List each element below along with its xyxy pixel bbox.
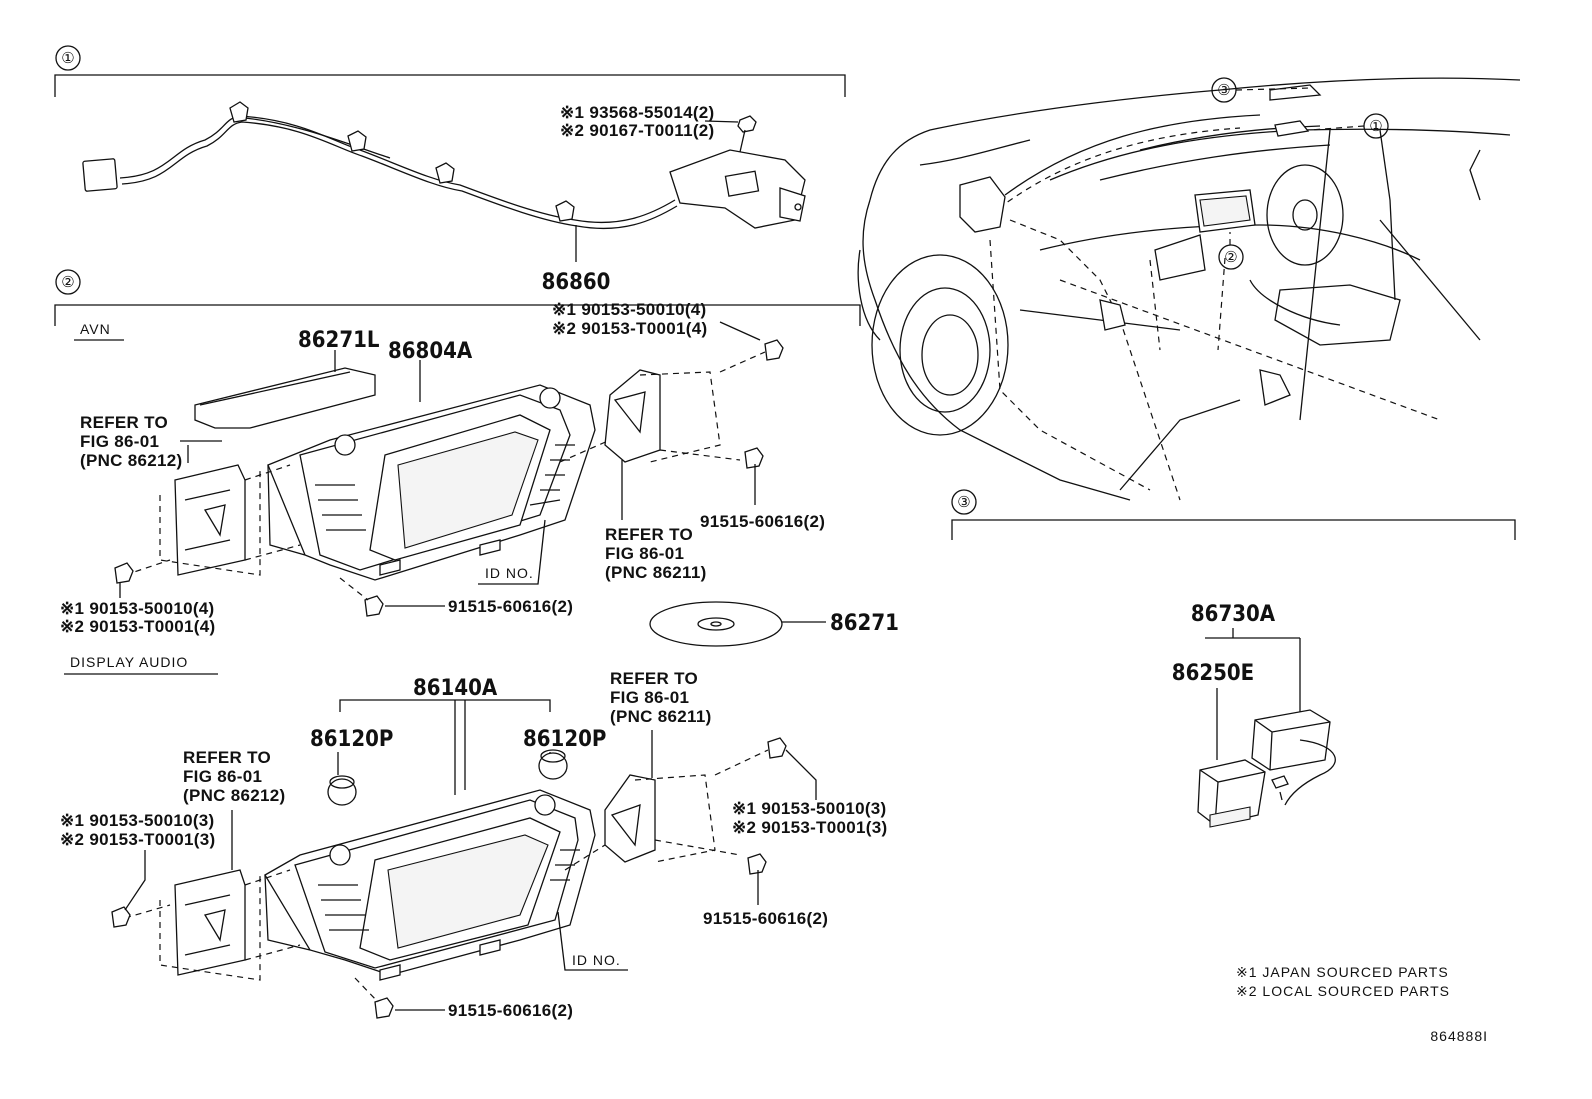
vehicle-callout-3: ③ (1217, 82, 1230, 99)
display-audio-title: DISPLAY AUDIO (70, 654, 188, 670)
avn-unit-drawing (267, 384, 596, 581)
display-audio-unit-drawing (264, 789, 596, 981)
svg-text:REFER TO: REFER TO (183, 748, 271, 767)
da-screw-right-1: ※1 90153-50010(3) (732, 799, 887, 818)
part-86860-label: 86860 (542, 270, 611, 295)
da-refer-right: REFER TO FIG 86-01 (PNC 86211) (610, 669, 712, 726)
section-1-number: ① (61, 50, 74, 67)
note-japan-sourced: ※1 JAPAN SOURCED PARTS (1236, 964, 1449, 980)
da-right-bracket (564, 730, 817, 905)
svg-text:FIG 86-01: FIG 86-01 (80, 432, 159, 451)
svg-text:(PNC 86212): (PNC 86212) (80, 451, 183, 470)
knob-86120P-left (327, 775, 357, 806)
svg-text:(PNC 86211): (PNC 86211) (605, 563, 707, 582)
wire-harness-86860 (82, 101, 806, 262)
avn-screw-bl-1: ※1 90153-50010(4) (60, 599, 215, 618)
section-2-bracket (54, 304, 861, 326)
svg-text:FIG 86-01: FIG 86-01 (605, 544, 684, 563)
part-86250E-label: 86250E (1172, 661, 1254, 686)
avn-refer-left: REFER TO FIG 86-01 (PNC 86212) (80, 413, 183, 470)
da-screw-left-2: ※2 90153-T0001(3) (60, 830, 215, 849)
da-screw-left-1: ※1 90153-50010(3) (60, 811, 215, 830)
avn-right-bracket (559, 321, 784, 520)
bolt-local-label: ※2 90167-T0011(2) (560, 121, 715, 140)
figure-id: 864888I (1430, 1028, 1488, 1044)
vehicle-callout-2: ② (1224, 249, 1237, 266)
disc-86271-drawing (649, 601, 826, 647)
section-3-number: ③ (957, 494, 970, 511)
bolt-jp-label: ※1 93568-55014(2) (560, 103, 715, 122)
vehicle-interior-view: ③ ① ② (857, 77, 1521, 501)
avn-screw-bl-2: ※2 90153-T0001(4) (60, 617, 215, 636)
avn-refer-right: REFER TO FIG 86-01 (PNC 86211) (605, 525, 707, 582)
knob-86120P-right (538, 749, 568, 780)
svg-text:(PNC 86211): (PNC 86211) (610, 707, 712, 726)
part-86271-label: 86271 (830, 611, 899, 636)
avn-bolt-right: 91515-60616(2) (700, 512, 825, 531)
part-86271L-label: 86271L (298, 328, 380, 353)
part-86140A-label: 86140A (413, 676, 498, 701)
part-86120P-right-label: 86120P (523, 727, 606, 752)
section-2: ② AVN 86271L 86804A (54, 269, 899, 1020)
avn-bolt-bottom: 91515-60616(2) (448, 597, 573, 616)
avn-screw-tr-1: ※1 90153-50010(4) (552, 300, 707, 319)
part-86271L-drawing (194, 350, 376, 429)
section-3: ③ 86730A 86250E (951, 489, 1516, 828)
da-refer-left: REFER TO FIG 86-01 (PNC 86212) (183, 748, 286, 805)
svg-text:FIG 86-01: FIG 86-01 (183, 767, 262, 786)
svg-text:FIG 86-01: FIG 86-01 (610, 688, 689, 707)
da-screw-right-2: ※2 90153-T0001(3) (732, 818, 887, 837)
avn-screw-tr-2: ※2 90153-T0001(4) (552, 319, 707, 338)
module-86730A-drawing (1251, 709, 1336, 806)
da-left-bracket (111, 810, 301, 981)
avn-left-bracket (114, 445, 301, 584)
part-86120P-left-label: 86120P (310, 727, 393, 752)
section-1-bracket (54, 74, 846, 97)
svg-text:(PNC 86212): (PNC 86212) (183, 786, 286, 805)
da-id-no: ID NO. (572, 952, 621, 968)
svg-text:REFER TO: REFER TO (610, 669, 698, 688)
svg-text:REFER TO: REFER TO (80, 413, 168, 432)
section-1: ① ※1 93568-55014(2) ※2 90167-T0011(2) 86… (54, 45, 846, 295)
avn-title: AVN (80, 321, 111, 337)
module-86250E-drawing (1197, 759, 1266, 828)
note-local-sourced: ※2 LOCAL SOURCED PARTS (1236, 983, 1450, 999)
vehicle-callout-1: ① (1369, 118, 1382, 135)
part-86730A-label: 86730A (1191, 602, 1276, 627)
da-bolt-bottom: 91515-60616(2) (448, 1001, 573, 1020)
section-3-bracket (951, 519, 1516, 540)
svg-text:REFER TO: REFER TO (605, 525, 693, 544)
da-bolt-right: 91515-60616(2) (703, 909, 828, 928)
part-86804A-label: 86804A (388, 339, 473, 364)
avn-id-no: ID NO. (485, 565, 534, 581)
section-2-number: ② (61, 274, 74, 291)
